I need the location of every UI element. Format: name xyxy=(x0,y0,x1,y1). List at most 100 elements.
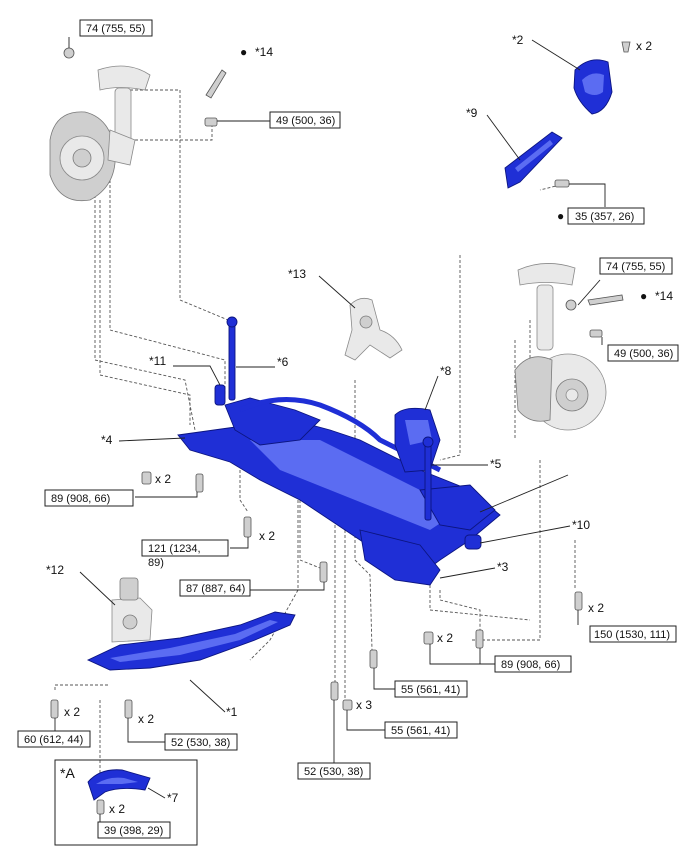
torque-value: 52 (530, 38) xyxy=(304,766,363,778)
bolt-150 xyxy=(574,591,583,611)
torque-box-t8: 87 (887, 64) xyxy=(179,579,251,597)
stabilizer-bracket xyxy=(344,297,403,361)
nut-89-left-a xyxy=(141,471,152,485)
quantity-labels: x 2 x 2 x 2 x 2 x 2 x 3 x 2 x 2 x 2 xyxy=(64,39,652,816)
torque-value: 89 (908, 66) xyxy=(501,659,560,671)
callout-10: *10 xyxy=(572,518,590,532)
torque-box-t16: 39 (398, 29) xyxy=(97,821,171,839)
callout-5: *5 xyxy=(490,457,502,471)
bolt-14-left xyxy=(205,69,227,99)
torque-value: 52 (530, 38) xyxy=(171,737,230,749)
engine-mount xyxy=(111,577,153,643)
torque-value: 150 (1530, 111) xyxy=(594,629,670,641)
part-9-rod xyxy=(504,131,563,189)
bullet-35: ● xyxy=(557,209,564,223)
qty-150: x 2 xyxy=(588,601,604,615)
right-knuckle-assembly xyxy=(514,263,607,431)
torque-value: 87 (887, 64) xyxy=(186,583,245,595)
torque-value: 74 (755, 55) xyxy=(606,261,665,273)
callout-14-left: *14 xyxy=(255,45,273,59)
qty-clip-2: x 2 xyxy=(636,39,652,53)
torque-box-t2: 49 (500, 36) xyxy=(269,111,341,129)
bullet-14-left: ● xyxy=(240,45,247,59)
torque-value: 74 (755, 55) xyxy=(86,23,145,35)
callout-a: *A xyxy=(60,765,75,781)
qty-89-right: x 2 xyxy=(437,631,453,645)
torque-value: 55 (561, 41) xyxy=(401,684,460,696)
callout-8: *8 xyxy=(440,364,452,378)
callout-labels: *2 *9 *13 *11 *6 *8 *4 *5 *10 *3 *12 *1 … xyxy=(46,33,673,805)
left-knuckle-assembly xyxy=(49,65,151,202)
torque-box-t1: 74 (755, 55) xyxy=(79,19,153,37)
nut-49-right xyxy=(589,329,603,338)
callout-14-right: *14 xyxy=(655,289,673,303)
torque-value: 55 (561, 41) xyxy=(391,725,450,737)
torque-box-t5: 49 (500, 36) xyxy=(607,344,679,362)
bolt-52-b xyxy=(330,681,339,701)
callout-2: *2 xyxy=(512,33,524,47)
part-6-stabilizer-link xyxy=(226,316,238,401)
torque-value: 60 (612, 44) xyxy=(24,734,83,746)
torque-box-t4: 74 (755, 55) xyxy=(599,257,673,275)
bolt-55-a xyxy=(369,649,378,669)
torque-box-t11: 55 (561, 41) xyxy=(394,680,468,698)
qty-39: x 2 xyxy=(109,802,125,816)
bolt-121 xyxy=(243,516,252,538)
clip-2 xyxy=(621,41,631,53)
callout-3: *3 xyxy=(497,560,509,574)
bolt-87 xyxy=(319,561,328,583)
qty-52: x 2 xyxy=(138,712,154,726)
torque-value-cont: 89) xyxy=(148,557,164,569)
nut-89-right-a xyxy=(423,631,434,645)
suspension-subframe xyxy=(177,397,501,586)
qty-121: x 2 xyxy=(259,529,275,543)
torque-box-t12: 55 (561, 41) xyxy=(384,721,458,739)
torque-value: 49 (500, 36) xyxy=(614,348,673,360)
bullet-14-right: ● xyxy=(640,289,647,303)
bolt-52-a xyxy=(124,699,133,719)
nut-left-top xyxy=(63,47,75,59)
bolt-39 xyxy=(96,799,105,815)
callout-6: *6 xyxy=(277,355,289,369)
inset-box-a xyxy=(54,759,198,846)
callout-12: *12 xyxy=(46,563,64,577)
nut-74-right xyxy=(565,299,577,311)
bolt-14-right xyxy=(587,294,624,306)
bolt-89-left-b xyxy=(195,473,204,493)
part-5-stabilizer-link xyxy=(422,436,434,521)
torque-value: 121 (1234, xyxy=(148,543,201,555)
part-1-lower-member xyxy=(86,611,296,671)
part-7-bracket xyxy=(87,769,151,801)
torque-box-t9: 150 (1530, 111) xyxy=(589,625,677,643)
callout-7: *7 xyxy=(167,791,179,805)
callout-9: *9 xyxy=(466,106,478,120)
fasteners xyxy=(50,41,631,815)
torque-box-t14: 52 (530, 38) xyxy=(164,733,238,751)
part-10-end xyxy=(464,534,482,550)
bolt-89-right-b xyxy=(475,629,484,649)
part-11-link-end xyxy=(214,384,226,406)
callout-11: *11 xyxy=(149,354,166,368)
torque-value: 49 (500, 36) xyxy=(276,115,335,127)
torque-box-t15: 52 (530, 38) xyxy=(297,762,371,780)
torque-box-t13: 60 (612, 44) xyxy=(17,730,91,748)
callout-4: *4 xyxy=(101,433,113,447)
torque-box-t10: 89 (908, 66) xyxy=(494,655,572,673)
nut-49-left xyxy=(204,117,218,127)
torque-box-t3: 35 (357, 26) xyxy=(567,207,645,225)
torque-value: 35 (357, 26) xyxy=(575,211,634,223)
callout-1: *1 xyxy=(226,705,238,719)
qty-89-left: x 2 xyxy=(155,472,171,486)
torque-value: 89 (908, 66) xyxy=(51,493,110,505)
torque-box-t7: 121 (1234, 89) xyxy=(141,539,229,569)
callout-13: *13 xyxy=(288,267,306,281)
torque-value: 39 (398, 29) xyxy=(104,825,163,837)
torque-box-t6: 89 (908, 66) xyxy=(44,489,134,507)
qty-55: x 3 xyxy=(356,698,372,712)
bolt-35 xyxy=(554,179,570,188)
bolt-60 xyxy=(50,699,59,719)
nut-55-b xyxy=(342,699,353,711)
part-2-bracket xyxy=(573,59,613,115)
qty-60: x 2 xyxy=(64,705,80,719)
